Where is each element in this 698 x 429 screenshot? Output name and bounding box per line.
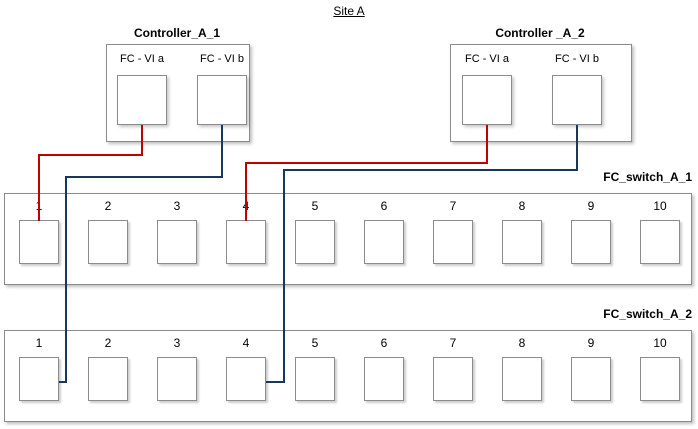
- switch1-port-3: 3: [157, 199, 197, 264]
- switch2-port-1: 1: [19, 336, 59, 401]
- controller-1-title: Controller_A_1: [133, 26, 221, 40]
- fcvi-a-port-square: [117, 75, 167, 125]
- port-square: [157, 357, 197, 401]
- port-square: [640, 357, 680, 401]
- port-number: 5: [311, 199, 319, 213]
- switch1-port-1: 1: [19, 199, 59, 264]
- port-number: 9: [587, 336, 595, 350]
- port-number: 9: [587, 199, 595, 213]
- port-square: [157, 220, 197, 264]
- switch2-port-2: 2: [88, 336, 128, 401]
- fcvi-a-label: FC - VI a: [119, 53, 164, 65]
- port-square: [226, 220, 266, 264]
- switch2-port-3: 3: [157, 336, 197, 401]
- switch2-port-10: 10: [640, 336, 680, 401]
- fcvi-b-port-square: [197, 75, 247, 125]
- switch1-port-7: 7: [433, 199, 473, 264]
- switch1-port-4: 4: [226, 199, 266, 264]
- switch-2-box: 1 2 3 4 5 6 7 8: [4, 330, 692, 422]
- port-number: 7: [449, 199, 457, 213]
- controller-2-port-fcvi-a: FC - VI a: [462, 53, 512, 125]
- port-square: [571, 357, 611, 401]
- switch1-port-6: 6: [364, 199, 404, 264]
- port-number: 10: [653, 199, 667, 213]
- switch1-port-2: 2: [88, 199, 128, 264]
- fcvi-b-label: FC - VI b: [554, 53, 599, 65]
- switch-1-box: 1 2 3 4 5 6 7 8: [4, 193, 692, 285]
- port-number: 8: [518, 199, 526, 213]
- port-number: 1: [35, 199, 43, 213]
- port-number: 6: [380, 336, 388, 350]
- switch1-port-5: 5: [295, 199, 335, 264]
- fcvi-a-port-square: [462, 75, 512, 125]
- fcvi-a-label: FC - VI a: [464, 53, 509, 65]
- port-number: 10: [653, 336, 667, 350]
- controller-1-port-fcvi-a: FC - VI a: [117, 53, 167, 125]
- port-number: 7: [449, 336, 457, 350]
- controller-2-port-fcvi-b: FC - VI b: [552, 53, 602, 125]
- switch1-port-8: 8: [502, 199, 542, 264]
- switch2-port-8: 8: [502, 336, 542, 401]
- controller-1-box: FC - VI a FC - VI b: [106, 44, 250, 142]
- port-number: 5: [311, 336, 319, 350]
- fcvi-b-port-square: [552, 75, 602, 125]
- controller-1-port-fcvi-b: FC - VI b: [197, 53, 247, 125]
- port-number: 2: [104, 199, 112, 213]
- port-number: 3: [173, 336, 181, 350]
- port-number: 8: [518, 336, 526, 350]
- port-square: [571, 220, 611, 264]
- switch2-port-9: 9: [571, 336, 611, 401]
- port-square: [88, 220, 128, 264]
- port-square: [433, 357, 473, 401]
- port-square: [226, 357, 266, 401]
- fcvi-b-label: FC - VI b: [199, 53, 244, 65]
- port-square: [19, 357, 59, 401]
- port-square: [433, 220, 473, 264]
- port-square: [295, 357, 335, 401]
- port-number: 4: [242, 199, 250, 213]
- port-square: [88, 357, 128, 401]
- port-square: [502, 220, 542, 264]
- switch2-port-6: 6: [364, 336, 404, 401]
- diagram-title: Site A: [0, 4, 698, 18]
- port-number: 1: [35, 336, 43, 350]
- site-title-text: Site A: [333, 4, 365, 18]
- switch2-port-5: 5: [295, 336, 335, 401]
- port-square: [364, 220, 404, 264]
- port-number: 3: [173, 199, 181, 213]
- switch2-port-7: 7: [433, 336, 473, 401]
- port-number: 6: [380, 199, 388, 213]
- controller-2-box: FC - VI a FC - VI b: [450, 44, 632, 142]
- controller-2-title: Controller _A_2: [495, 26, 585, 40]
- switch-2-title: FC_switch_A_2: [603, 307, 692, 321]
- port-square: [19, 220, 59, 264]
- port-square: [295, 220, 335, 264]
- switch1-port-10: 10: [640, 199, 680, 264]
- switch-1-title: FC_switch_A_1: [603, 170, 692, 184]
- port-number: 4: [242, 336, 250, 350]
- switch1-port-9: 9: [571, 199, 611, 264]
- port-square: [364, 357, 404, 401]
- port-square: [640, 220, 680, 264]
- port-number: 2: [104, 336, 112, 350]
- switch2-port-4: 4: [226, 336, 266, 401]
- port-square: [502, 357, 542, 401]
